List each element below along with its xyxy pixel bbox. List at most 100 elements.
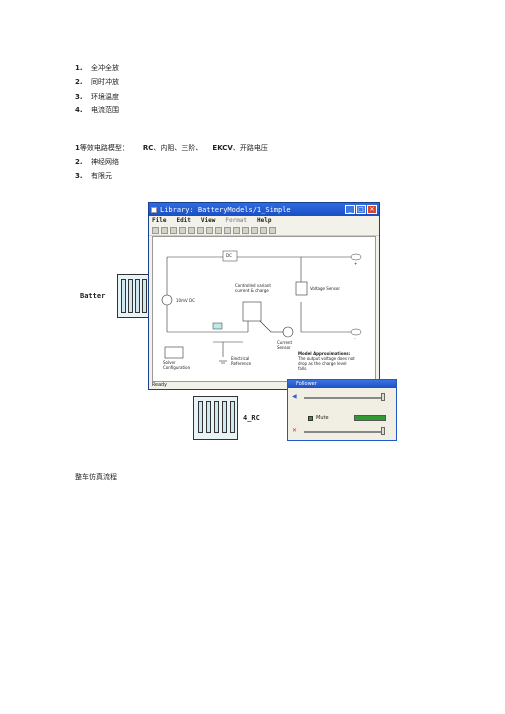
list1-item-3: 3. 环境温度 (75, 93, 119, 102)
list-text-rc: RC (142, 144, 154, 152)
list-text: 、开路电压 (232, 144, 268, 152)
status-bar: Ready (152, 382, 168, 388)
window-title: Library: BatteryModels/1_Simple (160, 205, 291, 214)
approx-note: Model Approximations: The output voltage… (298, 351, 356, 371)
minus-label: - (354, 336, 356, 341)
battery-cell (214, 401, 219, 433)
list2-item-1: 1等效电路模型： RC、内阻、三阶、 EKCV、开路电压 (75, 144, 268, 153)
list1-item-2: 2. 同时冲放 (75, 78, 119, 87)
battery-cell (128, 279, 133, 313)
model-canvas[interactable]: DC 10mV DC Controlled variant current & … (152, 236, 376, 382)
menu-format[interactable]: Format (225, 217, 248, 224)
menu-help[interactable]: Help (257, 217, 272, 224)
save-icon[interactable] (170, 226, 177, 234)
circuit-diagram (161, 250, 362, 364)
copy-icon[interactable] (197, 226, 204, 234)
list-text: 同时冲放 (91, 78, 119, 86)
simulink-window[interactable]: Library: BatteryModels/1_Simple _ □ ✕ Fi… (148, 202, 380, 390)
library-icon[interactable] (251, 226, 258, 234)
solver-label: Solver Configuration (163, 360, 191, 370)
battery-top-label: Batter (80, 292, 106, 300)
app-icon (151, 206, 157, 213)
solver-block[interactable] (164, 346, 184, 359)
plus-label: + (354, 261, 358, 266)
start-icon[interactable] (233, 226, 240, 234)
list-number: 3. (75, 93, 83, 101)
menu-view[interactable]: View (200, 217, 216, 224)
follower-window[interactable]: Follower ◀ Mute ✕ (287, 379, 397, 441)
window-titlebar[interactable]: Library: BatteryModels/1_Simple _ □ ✕ (149, 203, 379, 216)
menu-edit[interactable]: Edit (176, 217, 191, 224)
stop-icon[interactable] (242, 226, 249, 234)
dc-source-symbol[interactable] (161, 294, 173, 306)
close-icon[interactable]: ✕ (367, 205, 377, 214)
list-number: 1. (75, 64, 83, 72)
cut-icon[interactable] (188, 226, 195, 234)
battery-cell (135, 279, 140, 313)
list-number: 2. (75, 78, 83, 86)
signal-block[interactable] (212, 322, 223, 330)
volume-slider[interactable] (304, 397, 384, 399)
battery-cell (230, 401, 235, 433)
list-text-ekcv: EKCV (212, 144, 233, 152)
source-label: 10mV DC (176, 298, 195, 303)
battery-bottom-label: 4_RC (243, 414, 260, 422)
volume-slider-knob[interactable] (381, 393, 385, 401)
list2-item-3: 3. 有限元 (75, 172, 112, 181)
mute-checkbox[interactable] (308, 416, 313, 421)
current-sensor-block[interactable] (282, 326, 294, 338)
list-number: 3. (75, 172, 83, 180)
list-number: 4. (75, 106, 83, 114)
voltage-sensor-label: Voltage Sensor (310, 286, 340, 291)
speaker-icon[interactable]: ◀ (292, 393, 297, 400)
open-icon[interactable] (161, 226, 168, 234)
new-icon[interactable] (152, 226, 159, 234)
battery-image-top (117, 274, 150, 318)
battery-cell (222, 401, 227, 433)
battery-cell (206, 401, 211, 433)
voltage-sensor-block[interactable] (295, 281, 308, 296)
mute-label: Mute (316, 415, 329, 421)
battery-image-bottom (193, 396, 238, 440)
mute-x-icon[interactable]: ✕ (292, 427, 298, 434)
controlled-label: Controlled variant current & charge (235, 283, 271, 293)
level-meter (354, 415, 386, 421)
list-number: 1 (75, 144, 80, 152)
redo-icon[interactable] (224, 226, 231, 234)
approx-title: Model Approximations: (298, 351, 351, 356)
battery-cell (121, 279, 126, 313)
list-text: 有限元 (91, 172, 112, 180)
minimize-icon[interactable]: _ (345, 205, 355, 214)
print-icon[interactable] (179, 226, 186, 234)
list-text: 电流范围 (91, 106, 119, 114)
current-sensor-label: Current Sensor (277, 340, 293, 350)
menu-bar: File Edit View Format Help (149, 216, 379, 225)
maximize-icon[interactable]: □ (356, 205, 366, 214)
battery-cell (198, 401, 203, 433)
dc-block[interactable] (222, 250, 238, 262)
list-text: 、内阻、三阶、 (153, 144, 203, 152)
menu-file[interactable]: File (152, 217, 167, 224)
controlled-current-block[interactable] (242, 301, 262, 322)
battery-cell (142, 279, 147, 313)
list-number: 2. (75, 158, 83, 166)
model-explorer-icon[interactable] (260, 226, 267, 234)
list-text: 神经网络 (91, 158, 119, 166)
list2-item-2: 2. 神经网络 (75, 158, 119, 167)
approx-body: The output voltage does not drop as the … (298, 356, 355, 371)
list-text: 全冲全放 (91, 64, 119, 72)
plus-port[interactable] (350, 253, 362, 261)
paste-icon[interactable] (206, 226, 213, 234)
balance-slider[interactable] (304, 431, 384, 433)
minus-port[interactable] (350, 328, 362, 336)
dc-label: DC (226, 253, 232, 258)
footer-heading: 整车仿真流程 (75, 473, 117, 481)
undo-icon[interactable] (215, 226, 222, 234)
list-text: 等效电路模型： (79, 144, 129, 152)
balance-slider-knob[interactable] (381, 427, 385, 435)
list-text: 环境温度 (91, 93, 119, 101)
debug-icon[interactable] (269, 226, 276, 234)
follower-titlebar: Follower (288, 380, 396, 388)
toolbar (149, 225, 379, 236)
